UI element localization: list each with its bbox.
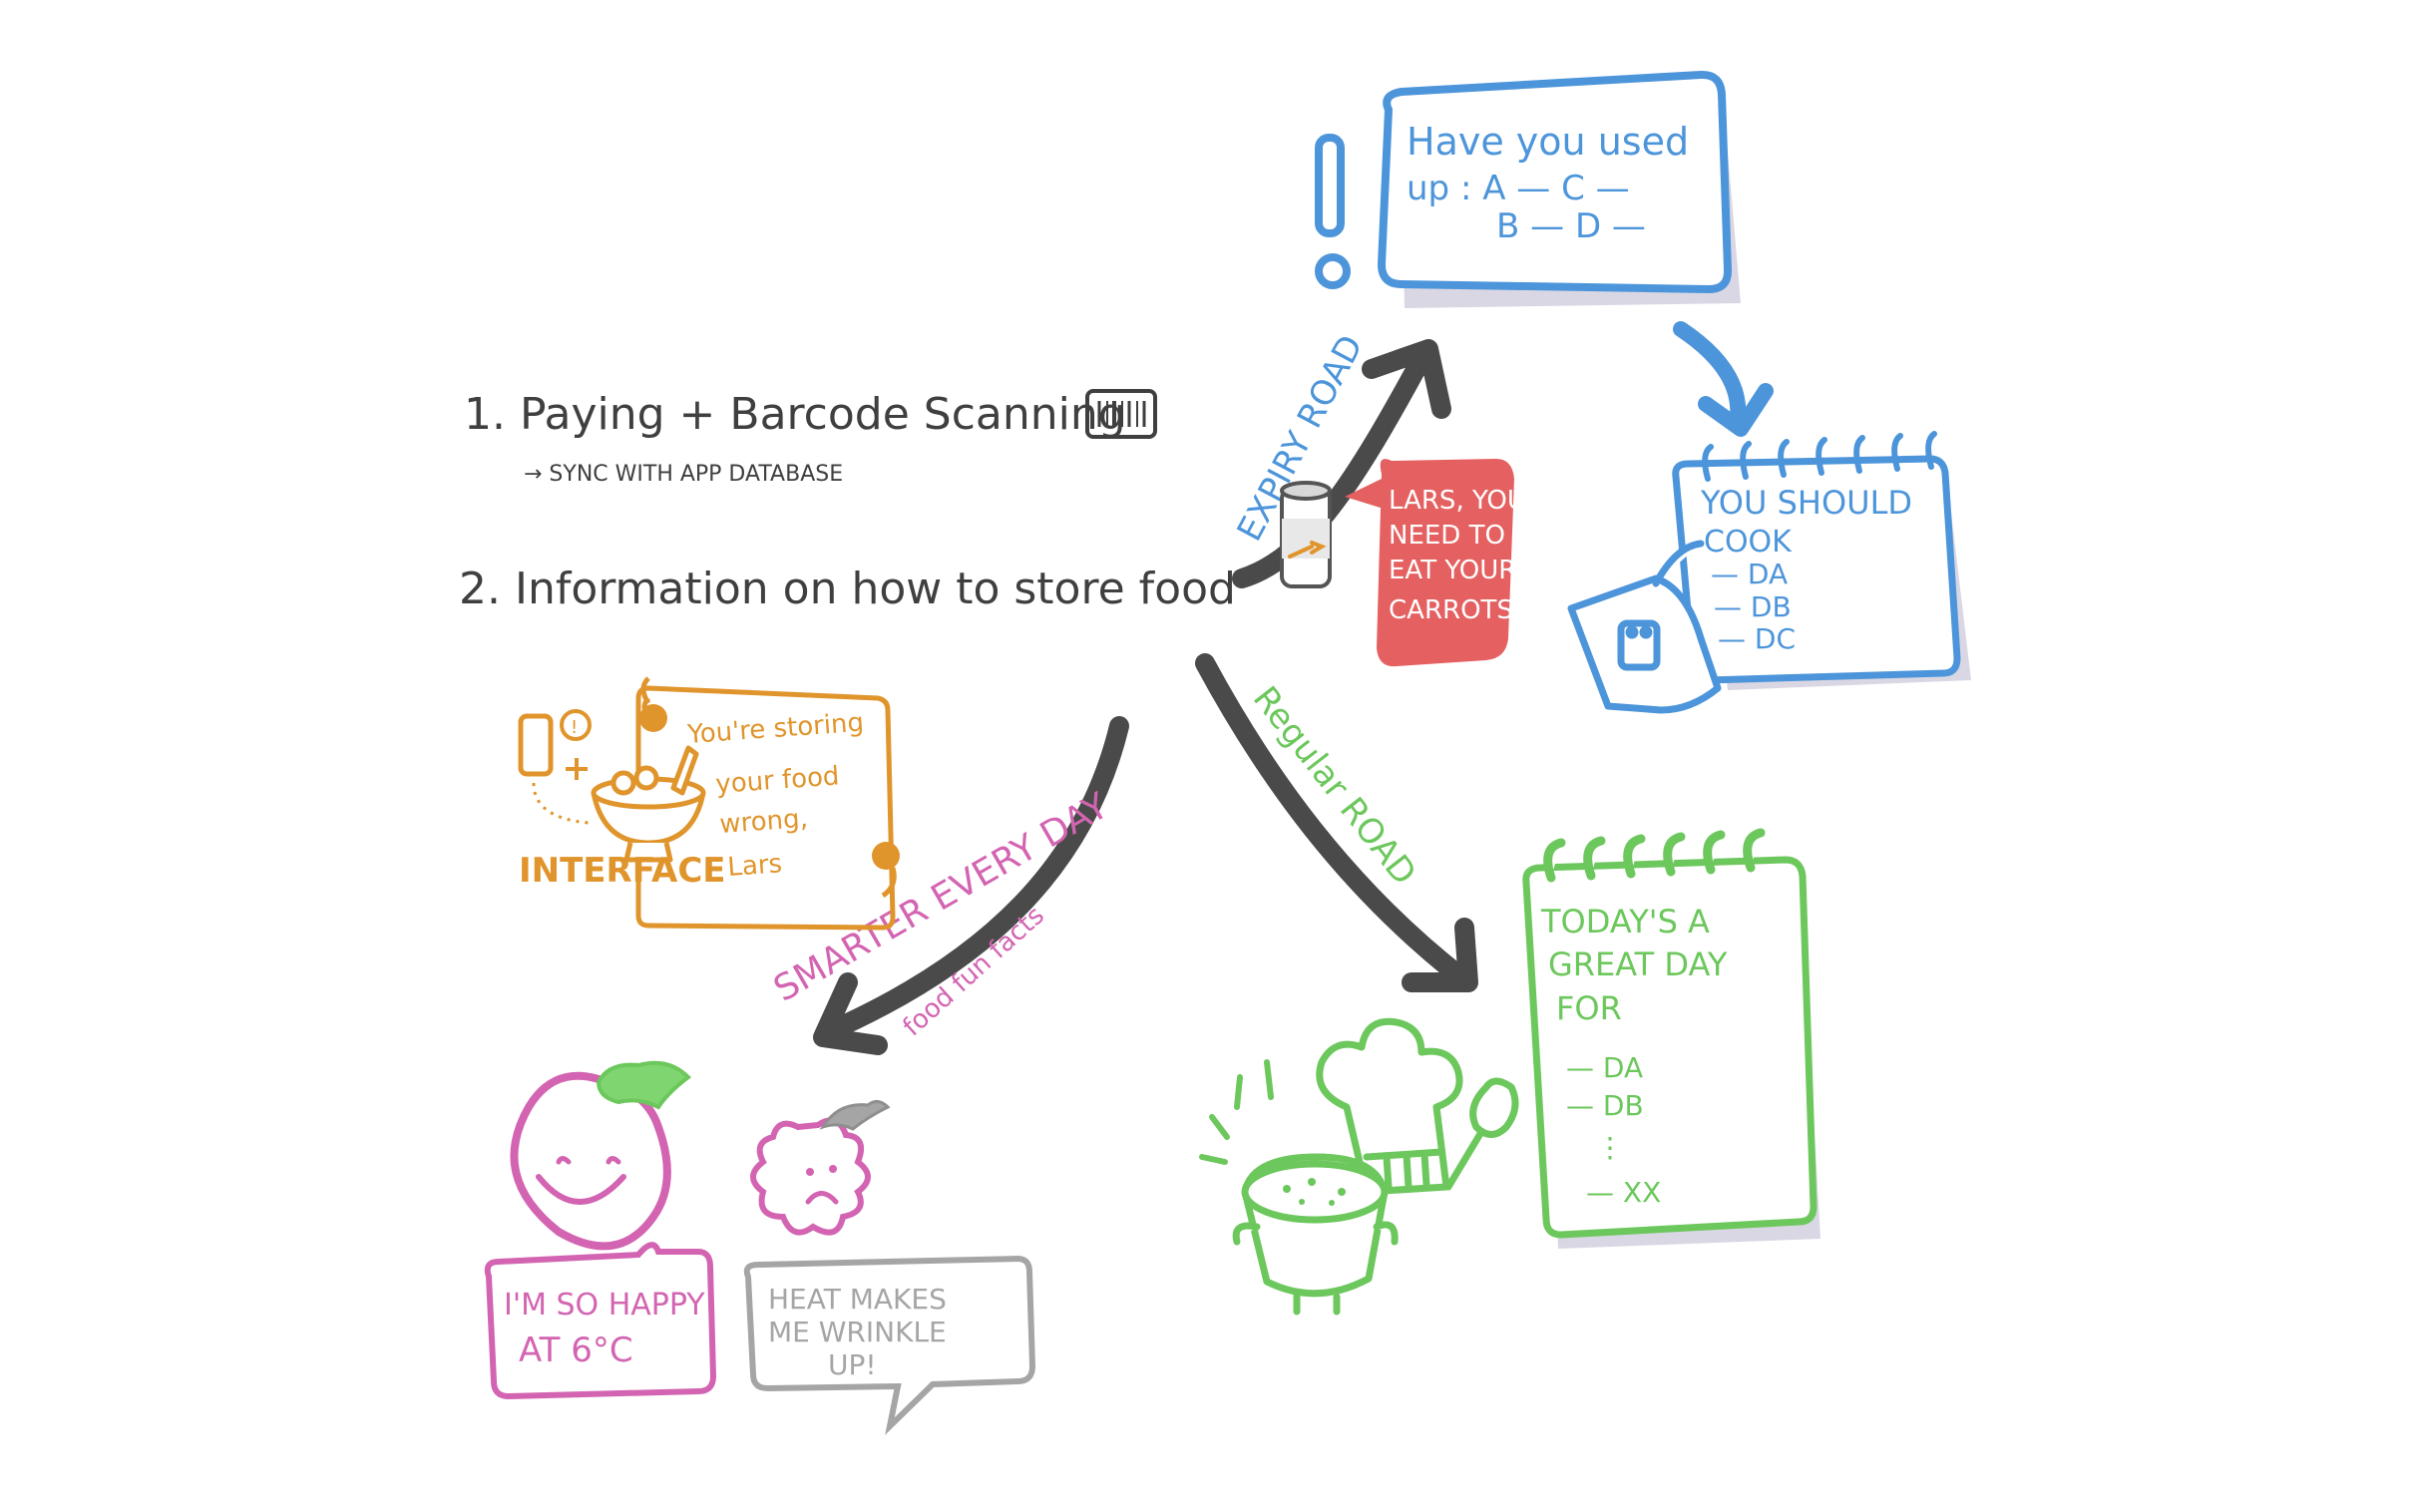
cooking-illustration	[1199, 1017, 1519, 1316]
blue-down-arrow	[1673, 321, 1774, 437]
spiral-notepad-icon: TODAY'S A GREAT DAY FOR — DA — DB ⋮ — XX	[1522, 828, 1820, 1249]
cook-item-3: — DC	[1718, 622, 1796, 655]
item1-text: 1. Paying + Barcode Scanning	[464, 389, 1126, 440]
notice-line-2: up : A — C —	[1407, 169, 1630, 208]
mortar-bowl-icon	[591, 745, 706, 863]
notice-line-1: Have you used	[1407, 120, 1689, 164]
note-line-2: GREAT DAY	[1548, 945, 1728, 983]
cook-title-1: YOU SHOULD	[1700, 484, 1912, 522]
note-item-1: — DA	[1566, 1051, 1643, 1084]
cook-title-2: COOK	[1704, 525, 1793, 560]
wrinkled-eggplant-icon	[750, 1100, 891, 1236]
carrot-jar-icon	[1280, 481, 1332, 588]
svg-text:!: !	[571, 717, 578, 738]
barcode-icon	[1085, 389, 1157, 439]
hand-phone-icon	[1567, 540, 1722, 714]
sad-line-1: HEAT MAKES	[768, 1283, 947, 1316]
sad-line-2: ME WRINKLE	[768, 1316, 947, 1348]
item1-subtext: → SYNC WITH APP DATABASE	[524, 462, 843, 487]
speech-line-4: CARROTS!	[1389, 595, 1523, 625]
spatula-icon	[1444, 1077, 1519, 1191]
phone-icon: !	[518, 709, 592, 825]
note-item-4: — XX	[1586, 1176, 1661, 1209]
used-up-notice: Have you used up : A — C — B — D —	[1377, 70, 1741, 308]
interface-illustration: ! INTERFACE You're storing your food wro…	[518, 676, 900, 931]
pot-icon	[1232, 1153, 1399, 1316]
note-line-3: FOR	[1556, 989, 1622, 1027]
interface-quote-4: Lars	[726, 849, 783, 883]
eggplant-icon	[510, 1060, 692, 1251]
happy-line-2: AT 6°C	[519, 1330, 633, 1370]
quote-close-icon	[872, 842, 900, 899]
smarter-road-arrow	[813, 716, 1129, 1055]
speech-bubble-carrots: LARS, YOU NEED TO EAT YOUR CARROTS!	[1345, 459, 1526, 667]
note-item-3: ⋮	[1596, 1131, 1624, 1164]
chef-hat-icon	[1316, 1017, 1463, 1196]
happy-line-1: I'M SO HAPPY	[504, 1288, 705, 1323]
speech-line-2: NEED TO	[1389, 521, 1505, 551]
speech-line-1: LARS, YOU	[1389, 486, 1526, 516]
calendar-icon: YOU SHOULD COOK — DA — DB — DC	[1672, 431, 1971, 690]
cook-item-1: — DA	[1711, 558, 1788, 590]
speech-line-3: EAT YOUR	[1389, 556, 1516, 585]
sad-line-3: UP!	[828, 1348, 877, 1381]
interface-quote-3: wrong,	[718, 804, 808, 840]
quote-open-icon	[639, 676, 667, 732]
notice-line-3: B — D —	[1496, 206, 1646, 246]
note-line-1: TODAY'S A	[1540, 903, 1710, 941]
regular-road-arrow	[1195, 653, 1478, 992]
exclamation-icon	[1315, 134, 1351, 289]
cook-item-2: — DB	[1714, 590, 1792, 623]
interface-quote-2: your food	[714, 761, 840, 800]
speech-bubble-sad: HEAT MAKES ME WRINKLE UP!	[743, 1255, 1036, 1435]
interface-quote-1: You're storing	[685, 708, 865, 750]
speech-bubble-happy: I'M SO HAPPY AT 6°C	[484, 1242, 717, 1400]
interface-label: INTERFACE	[519, 851, 726, 891]
note-item-2: — DB	[1566, 1089, 1644, 1122]
item2-text: 2. Information on how to store food	[459, 564, 1236, 614]
